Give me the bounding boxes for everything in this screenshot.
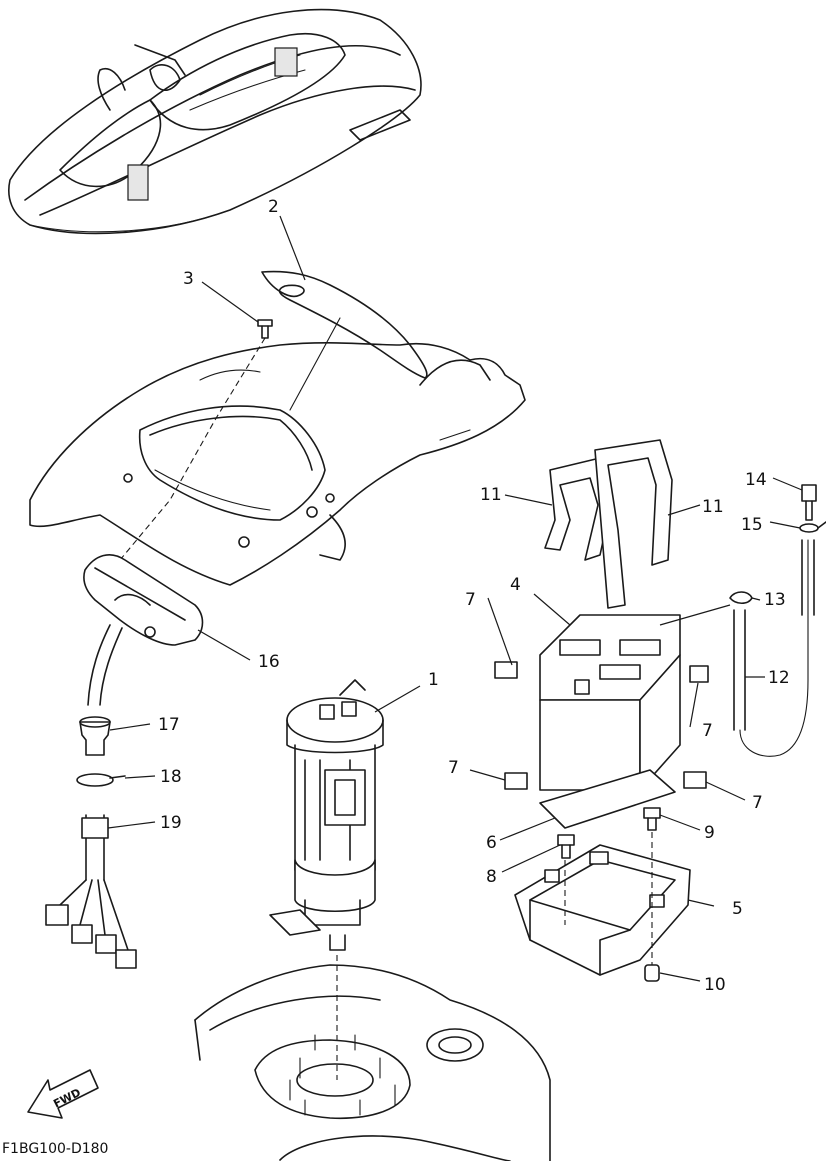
callout-9: 9 (704, 823, 715, 843)
callout-15: 15 (741, 515, 763, 535)
callout-17: 17 (158, 715, 180, 735)
callout-4: 4 (510, 575, 521, 595)
clamp-part-15 (799, 521, 826, 616)
bolt-part-9 (643, 807, 661, 831)
callout-11b: 11 (702, 497, 724, 517)
vent-hose-part-12 (733, 539, 809, 757)
cover-part-16 (83, 554, 204, 706)
decal-part-2 (261, 270, 428, 379)
callout-14: 14 (745, 470, 767, 490)
callout-7a: 7 (465, 590, 476, 610)
battery-strap-part-11 (544, 439, 673, 609)
pad-part-7d (683, 771, 707, 789)
clamp-part-18 (76, 773, 126, 787)
pad-part-7a (494, 661, 518, 679)
callout-2: 2 (268, 197, 279, 217)
bolt-part-8 (557, 834, 575, 859)
fuel-pump-part-1 (269, 679, 384, 951)
mat-part-6 (539, 769, 676, 829)
callout-6: 6 (486, 833, 497, 853)
clip-part-13 (729, 591, 753, 605)
forward-arrow-icon: FWD (27, 1069, 99, 1119)
callout-13: 13 (764, 590, 786, 610)
callout-3: 3 (183, 269, 194, 289)
fuel-tank-section (194, 964, 551, 1161)
grommet-part-17 (79, 716, 111, 756)
callout-labels: 1 2 3 4 5 6 7 7 7 7 8 9 10 11 11 12 13 1… (158, 197, 790, 995)
watercraft-illustration (8, 8, 422, 235)
callout-18: 18 (160, 767, 182, 787)
callout-5: 5 (732, 899, 743, 919)
callout-8: 8 (486, 867, 497, 887)
callout-12: 12 (768, 668, 790, 688)
wire-harness-part-19 (45, 814, 137, 969)
pad-part-7b (689, 665, 709, 683)
callout-10: 10 (704, 975, 726, 995)
callout-11a: 11 (480, 485, 502, 505)
drawing-code: F1BG100-D180 (2, 1141, 108, 1157)
callout-7c: 7 (448, 758, 459, 778)
callout-1: 1 (428, 670, 439, 690)
callout-7d: 7 (752, 793, 763, 813)
battery-part-4 (539, 614, 681, 791)
callout-7b: 7 (702, 721, 713, 741)
nut-part-10 (644, 964, 660, 982)
pad-part-7c (504, 772, 528, 790)
deck-body (29, 341, 526, 586)
screw-part-3 (257, 319, 273, 339)
leader-lines (107, 215, 803, 982)
callout-19: 19 (160, 813, 182, 833)
battery-box-part-5 (514, 844, 691, 976)
callout-16: 16 (258, 652, 280, 672)
fitting-part-14 (801, 484, 817, 521)
